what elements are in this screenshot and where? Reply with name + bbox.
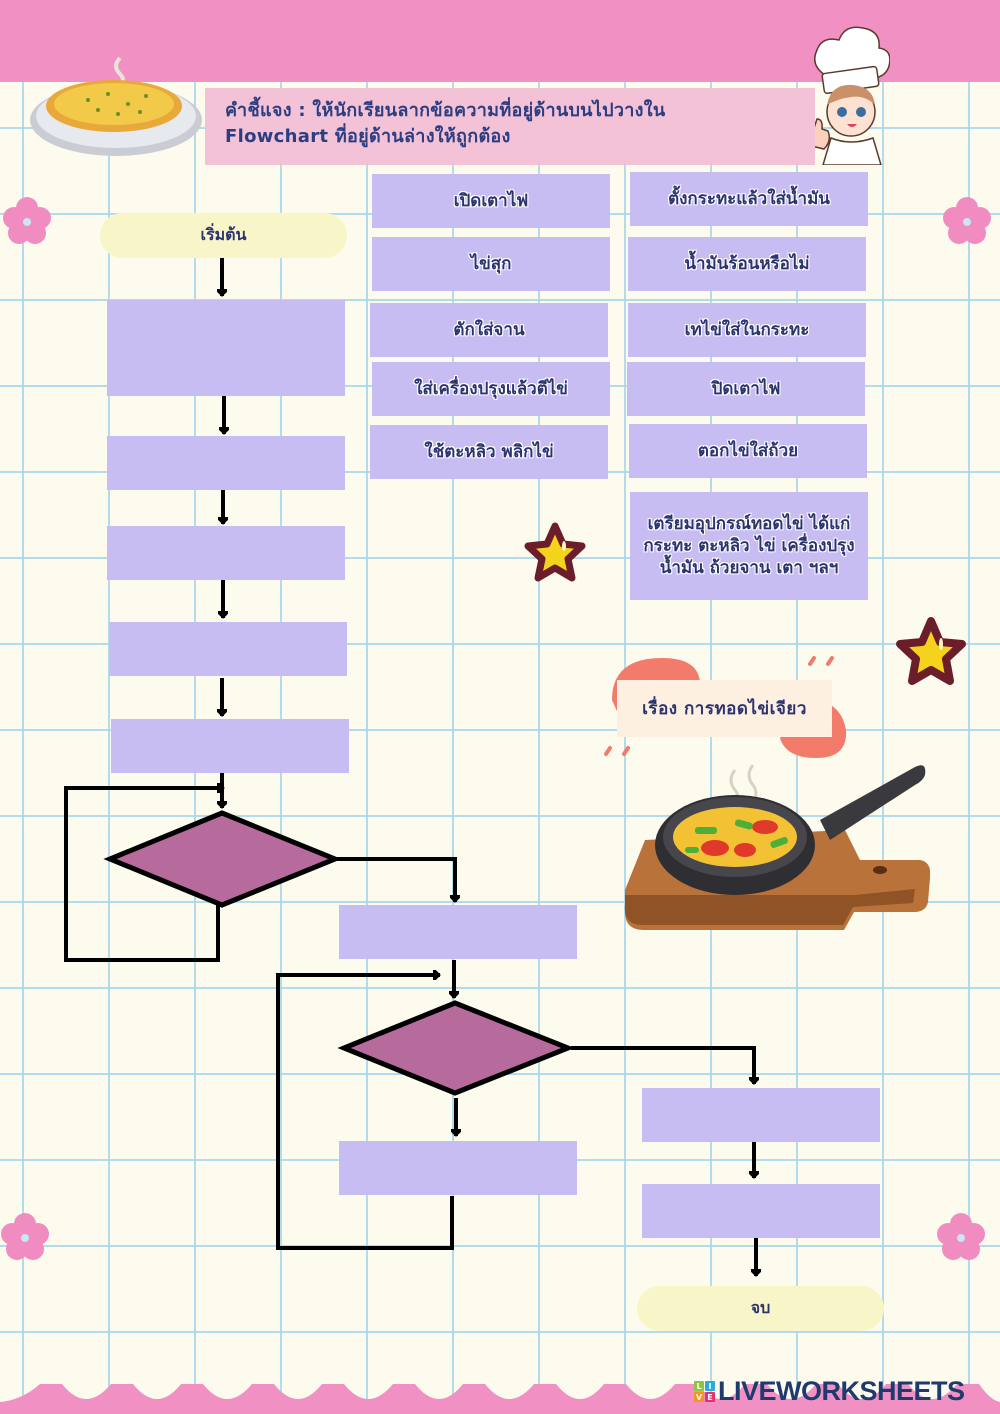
drop-slot-3[interactable]	[107, 526, 345, 580]
drop-slot-7[interactable]	[339, 1141, 577, 1195]
flowchart-end: จบ	[637, 1286, 884, 1331]
answer-card-egg-cooked[interactable]: ไข่สุก	[372, 237, 610, 291]
star-icon	[524, 522, 586, 582]
logo-letter: E	[705, 1392, 715, 1402]
drop-slot-1[interactable]	[107, 300, 345, 396]
answer-card-heat-pan-add-oil[interactable]: ตั้งกระทะแล้วใส่น้ำมัน	[630, 172, 868, 226]
answer-card-serve-on-plate[interactable]: ตักใส่จาน	[370, 303, 608, 357]
chef-girl-illustration	[805, 26, 890, 165]
answer-card-flip-egg-with-spatula[interactable]: ใช้ตะหลิว พลิกไข่	[370, 425, 608, 479]
omelette-plate-illustration	[30, 56, 202, 156]
frying-pan-omelette-illustration	[624, 764, 930, 930]
answer-card-crack-egg-into-bowl[interactable]: ตอกไข่ใส่ถ้วย	[629, 424, 867, 478]
drop-slot-4[interactable]	[109, 622, 347, 676]
drop-slot-9[interactable]	[642, 1184, 880, 1238]
logo-letter: V	[694, 1392, 704, 1402]
answer-card-turn-on-stove[interactable]: เปิดเตาไฟ	[372, 174, 610, 228]
drop-slot-5[interactable]	[111, 719, 349, 773]
decision-diamond-1[interactable]	[103, 810, 342, 908]
liveworksheets-wordmark: LIVEWORKSHEETS	[718, 1376, 965, 1406]
answer-card-prepare-equipment[interactable]: เตรียมอุปกรณ์ทอดไข่ ได้แก่ กระทะ ตะหลิว …	[630, 492, 868, 600]
flower-icon	[943, 197, 991, 244]
liveworksheets-logo-icon: L I V E	[694, 1381, 715, 1402]
logo-letter: L	[694, 1381, 704, 1391]
drop-slot-8[interactable]	[642, 1088, 880, 1142]
answer-card-season-and-beat-egg[interactable]: ใส่เครื่องปรุงแล้วตีไข่	[372, 362, 610, 416]
liveworksheets-brand: L I V E LIVEWORKSHEETS	[694, 1376, 965, 1407]
topic-label: เรื่อง การทอดไข่เจียว	[617, 680, 832, 737]
flower-icon	[3, 197, 51, 244]
drop-slot-2[interactable]	[107, 436, 345, 490]
instructions-line-2: Flowchart ที่อยู่ด้านล่างให้ถูกต้อง	[225, 126, 511, 147]
decision-diamond-2[interactable]	[337, 1000, 575, 1096]
instructions-banner: คำชี้แจง : ให้นักเรียนลากข้อความที่อยู่ด…	[205, 88, 815, 165]
flower-icon	[1, 1213, 49, 1260]
answer-card-oil-hot-question[interactable]: น้ำมันร้อนหรือไม่	[628, 237, 866, 291]
flower-icon	[937, 1213, 985, 1260]
bottom-scallop-border	[0, 1384, 1000, 1414]
flowchart-start: เริ่มต้น	[100, 213, 347, 258]
logo-letter: I	[705, 1381, 715, 1391]
answer-card-pour-egg-into-pan[interactable]: เทไข่ใส่ในกระทะ	[628, 303, 866, 357]
instructions-line-1: คำชี้แจง : ให้นักเรียนลากข้อความที่อยู่ด…	[225, 100, 666, 121]
top-scallop-border	[0, 50, 1000, 75]
answer-card-turn-off-stove[interactable]: ปิดเตาไฟ	[627, 362, 865, 416]
drop-slot-6[interactable]	[339, 905, 577, 959]
star-icon	[896, 617, 966, 685]
